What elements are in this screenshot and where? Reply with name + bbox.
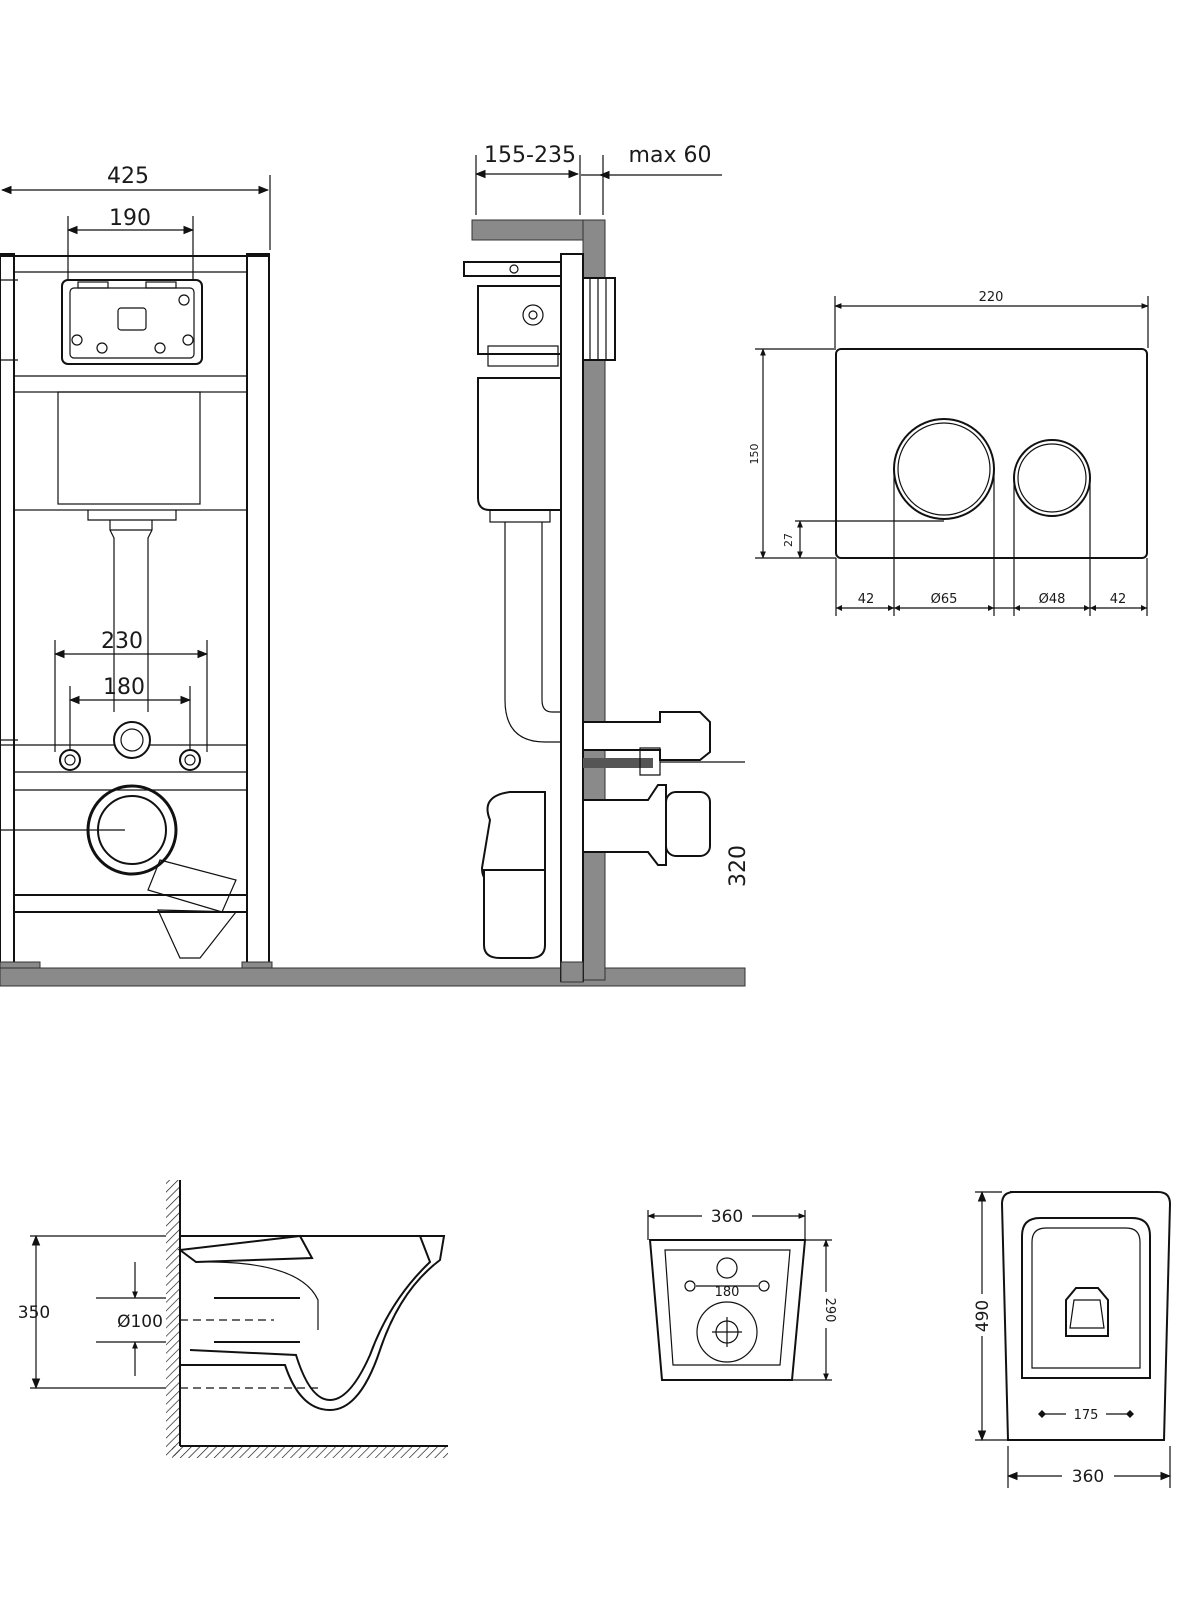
flush-valve-inner — [69, 287, 195, 359]
cistern-side — [477, 377, 562, 511]
dim-label-175: 175 — [1074, 1408, 1099, 1423]
bolt-hole-left — [684, 1280, 696, 1292]
dim-label-180: 180 — [103, 675, 145, 700]
bowl-top-view: 175 490 360 — [972, 1190, 1172, 1488]
bolt-left — [59, 749, 81, 771]
bowl-top-inner — [1021, 1217, 1151, 1379]
top-bracket — [463, 261, 562, 277]
dim-label-290: 290 — [822, 1298, 837, 1323]
flush-plate-spacer — [582, 277, 616, 361]
bowl-rim — [177, 1234, 314, 1264]
dim-label-230: 230 — [101, 629, 143, 654]
bowl-side-section: 350 Ø100 — [18, 1180, 448, 1458]
dim-label-360-top: 360 — [1072, 1467, 1104, 1487]
bowl-top-drain — [1065, 1287, 1109, 1337]
flush-button-small — [1013, 439, 1091, 517]
dim-label-27: 27 — [782, 533, 795, 547]
frame-left-post — [0, 253, 15, 982]
dim-label-150: 150 — [748, 444, 761, 465]
frame-front-view: 425 190 230 — [0, 164, 273, 983]
flush-pipe — [109, 520, 153, 712]
dim-label-d65: Ø65 — [931, 592, 958, 607]
floor-hatch — [172, 1446, 448, 1458]
drain-sleeve-side — [665, 791, 711, 857]
drain-elbow — [147, 859, 237, 913]
flush-pipe-side — [504, 522, 561, 743]
wall-hatch — [166, 1180, 180, 1456]
bowl-inner-profile — [189, 1235, 432, 1402]
dim-label-42-right: 42 — [1110, 592, 1127, 607]
drain-elbow-side — [480, 791, 546, 881]
frame-right-post — [246, 253, 270, 982]
dim-label-360-back: 360 — [711, 1207, 743, 1227]
dim-label-d100: Ø100 — [117, 1312, 163, 1332]
floor-slab — [0, 967, 746, 987]
flush-valve-box — [61, 279, 203, 365]
drain-outlet-side — [582, 784, 667, 866]
frame-side-post — [560, 253, 584, 982]
water-inlet-side — [582, 711, 711, 761]
dim-label-320: 320 — [726, 845, 751, 887]
dim-label-425: 425 — [107, 164, 149, 189]
dim-label-155-235: 155-235 — [484, 143, 576, 168]
inlet-hole — [716, 1257, 738, 1279]
dim-label-180-back: 180 — [715, 1285, 740, 1300]
bowl-outer-profile — [180, 1235, 446, 1412]
water-inlet — [113, 721, 151, 759]
cistern-body — [13, 391, 248, 511]
dim-label-max-60: max 60 — [629, 143, 712, 168]
flush-mechanism-side — [477, 285, 562, 355]
dim-label-220: 220 — [979, 290, 1004, 305]
bowl-back-outline — [648, 1239, 807, 1381]
frame-side-view: 155-235 max 60 320 — [463, 143, 751, 983]
bowl-top-outline — [1000, 1191, 1172, 1441]
dim-label-42-left: 42 — [858, 592, 875, 607]
dim-label-490: 490 — [973, 1300, 993, 1332]
dim-label-350: 350 — [18, 1303, 50, 1323]
threaded-bolt — [583, 758, 653, 768]
dim-label-d48: Ø48 — [1039, 592, 1066, 607]
flush-button-large — [893, 418, 995, 520]
bowl-back-view: 360 180 290 — [647, 1206, 837, 1381]
dim-label-190: 190 — [109, 206, 151, 231]
bolt-right — [179, 749, 201, 771]
drain-trap-side — [483, 869, 546, 959]
outlet-hole — [696, 1301, 758, 1363]
flush-plate-view: 220 150 27 42 Ø65 Ø48 42 — [748, 290, 1149, 616]
bolt-hole-right — [758, 1280, 770, 1292]
